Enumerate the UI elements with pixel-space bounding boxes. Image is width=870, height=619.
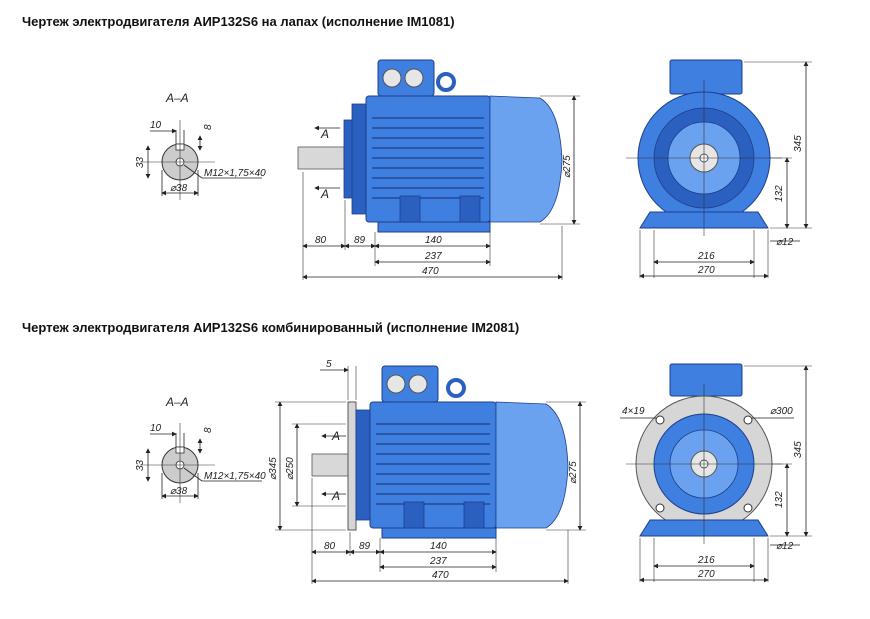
motor-end-view-foot bbox=[626, 59, 782, 236]
flange-hole-4 bbox=[743, 503, 753, 513]
dim-end-216: 216 bbox=[697, 251, 715, 262]
flange bbox=[347, 401, 357, 531]
section-diameter: ⌀38 bbox=[170, 183, 188, 194]
shaft-section-top: А–А 10 8 33 М12×1,75×40 ⌀38 bbox=[135, 91, 266, 200]
dims-end-view-foot: 345 132 ⌀12 216 270 bbox=[639, 61, 812, 279]
section-label-bottom: А–А bbox=[165, 395, 189, 409]
dim-end-132-combined: 132 bbox=[774, 491, 785, 508]
dim-80-combined: 80 bbox=[324, 541, 336, 552]
title-foot-mounted: Чертеж электродвигателя АИР132S6 на лапа… bbox=[22, 14, 455, 29]
dim-237: 237 bbox=[424, 251, 442, 262]
shaft-combined bbox=[311, 453, 351, 477]
dim-spigot-250: ⌀250 bbox=[285, 457, 296, 480]
dim-end-345: 345 bbox=[793, 135, 804, 152]
dim-body-diameter-combined: ⌀275 bbox=[568, 461, 579, 484]
dim-section-height: 33 bbox=[135, 156, 146, 168]
motor-side-view-foot bbox=[297, 59, 563, 233]
dim-key-width: 10 bbox=[150, 120, 162, 131]
dim-end-hole-combined: ⌀12 bbox=[776, 541, 794, 552]
thread-label: М12×1,75×40 bbox=[204, 168, 266, 179]
dim-end-hole: ⌀12 bbox=[776, 237, 794, 248]
dim-end-345-combined: 345 bbox=[793, 441, 804, 458]
lifting-eye-combined bbox=[446, 378, 466, 398]
cable-gland-1 bbox=[382, 68, 402, 88]
dim-140-combined: 140 bbox=[430, 541, 447, 552]
motor-side-view-combined bbox=[311, 365, 569, 539]
thread-label-bottom: М12×1,75×40 bbox=[204, 471, 266, 482]
arrow-label-a-top-combined: А bbox=[331, 429, 340, 443]
lifting-eye bbox=[436, 72, 456, 92]
cable-gland-2 bbox=[404, 68, 424, 88]
arrow-label-a-bottom-combined: А bbox=[331, 489, 340, 503]
dim-80: 80 bbox=[315, 235, 327, 246]
dim-89-combined: 89 bbox=[359, 541, 371, 552]
dims-side-view-foot: А А ⌀275 80 89 140 237 470 bbox=[302, 95, 580, 280]
front-end-cap-combined bbox=[355, 409, 371, 521]
section-label: А–А bbox=[165, 91, 189, 105]
dim-89: 89 bbox=[354, 235, 366, 246]
dim-end-216-combined: 216 bbox=[697, 555, 715, 566]
front-end-cap bbox=[351, 103, 367, 215]
dim-key-width-bottom: 10 bbox=[150, 423, 162, 434]
arrow-label-a-bottom: А bbox=[320, 187, 329, 201]
dim-140: 140 bbox=[425, 235, 442, 246]
end-terminal-box-combined bbox=[669, 363, 743, 397]
motor-end-view-combined bbox=[626, 363, 782, 544]
dim-end-270: 270 bbox=[697, 265, 715, 276]
dim-end-270-combined: 270 bbox=[697, 569, 715, 580]
dim-end-132: 132 bbox=[774, 185, 785, 202]
section-diameter-bottom: ⌀38 bbox=[170, 486, 188, 497]
flange-hole-1 bbox=[655, 415, 665, 425]
dim-470-combined: 470 bbox=[432, 570, 449, 581]
end-terminal-box bbox=[669, 59, 743, 95]
dim-470: 470 bbox=[422, 266, 439, 277]
fan-cover bbox=[489, 95, 563, 223]
dim-key-depth-bottom: 8 bbox=[203, 427, 214, 433]
dim-holes: 4×19 bbox=[622, 406, 645, 417]
shaft bbox=[297, 146, 345, 170]
title-combined: Чертеж электродвигателя АИР132S6 комбини… bbox=[22, 320, 520, 335]
arrow-label-a-top: А bbox=[320, 127, 329, 141]
dim-flange-5: 5 bbox=[326, 359, 332, 370]
dim-body-diameter: ⌀275 bbox=[562, 155, 573, 178]
dims-side-view-combined: 5 А А ⌀345 ⌀250 ⌀275 80 89 140 237 470 bbox=[268, 359, 586, 584]
foot-base bbox=[377, 221, 491, 233]
dim-key-depth: 8 bbox=[203, 124, 214, 130]
dim-237-combined: 237 bbox=[429, 556, 447, 567]
foot-right bbox=[459, 195, 481, 223]
fan-cover-combined bbox=[495, 401, 569, 529]
flange-hole-3 bbox=[655, 503, 665, 513]
foot-base-combined bbox=[381, 527, 497, 539]
flange-hole-2 bbox=[743, 415, 753, 425]
shaft-section-bottom: А–А 10 8 33 М12×1,75×40 ⌀38 bbox=[135, 395, 266, 503]
dims-end-view-combined: 4×19 ⌀300 345 132 ⌀12 216 270 bbox=[620, 365, 812, 583]
dim-section-height-bottom: 33 bbox=[135, 459, 146, 471]
dim-pcd: ⌀300 bbox=[770, 406, 793, 417]
dim-flange-345: ⌀345 bbox=[268, 457, 279, 480]
foot-left bbox=[399, 195, 421, 223]
